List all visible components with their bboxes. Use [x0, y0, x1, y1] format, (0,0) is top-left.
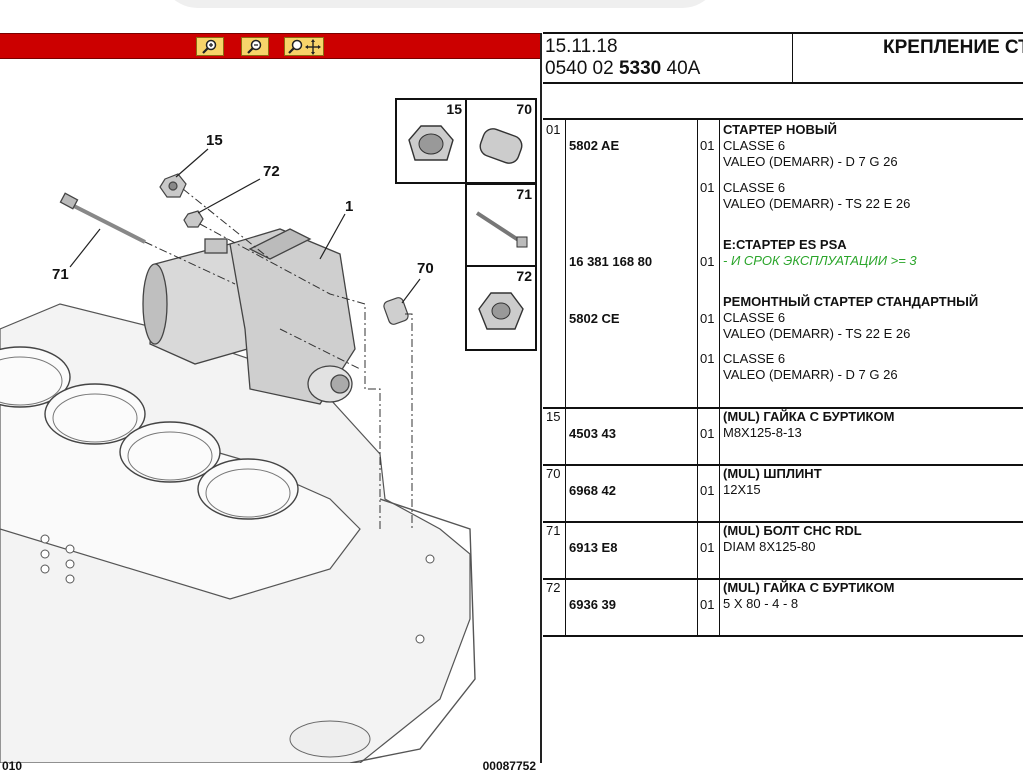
diagram-code-right: 00087752 [482, 759, 536, 773]
page-title: КРЕПЛЕНИЕ СТ [883, 37, 1023, 58]
engine-block-drawing: 15 72 1 71 70 [0, 132, 476, 763]
part-desc: (MUL) ГАЙКА С БУРТИКОМ 5 X 80 - 4 - 8 [723, 580, 895, 611]
group-pos: 71 [546, 523, 561, 538]
part-group-15: 15 4503 43 01 (MUL) ГАЙКА С БУРТИКОМ M8X… [543, 407, 1023, 466]
zoom-in-button[interactable] [196, 37, 224, 56]
part-desc: E:СТАРТЕР ES PSA - И СРОК ЭКСПЛУАТАЦИИ >… [723, 237, 917, 268]
callout-71: 71 [52, 266, 69, 283]
part-qty: 01 [700, 311, 715, 326]
panel-divider [540, 33, 542, 763]
top-tab-remnant [160, 0, 720, 8]
callout-70: 70 [417, 260, 434, 277]
part-qty: 01 [700, 180, 715, 195]
zoom-out-icon [247, 39, 262, 54]
part-qty: 01 [700, 138, 715, 153]
part-group-72: 72 6936 39 01 (MUL) ГАЙКА С БУРТИКОМ 5 X… [543, 578, 1023, 637]
callout-1: 1 [345, 198, 353, 215]
zoom-pan-button[interactable] [284, 37, 324, 56]
thumb-70-label: 70 [516, 101, 532, 117]
part-ref-link[interactable]: 5802 CE [569, 311, 620, 326]
thumb-71[interactable]: 71 [465, 183, 537, 267]
thumb-15[interactable]: 15 [395, 98, 467, 184]
part-group-01: 01 5802 AE 01 СТАРТЕР НОВЫЙ CLASSE 6 VAL… [543, 120, 1023, 409]
small-nut-icon [478, 292, 524, 330]
group-pos: 72 [546, 580, 561, 595]
part-desc: СТАРТЕР НОВЫЙ CLASSE 6 VALEO (DEMARR) - … [723, 122, 898, 169]
part-desc: (MUL) ШПЛИНТ 12X15 [723, 466, 822, 497]
thumb-72-label: 72 [516, 268, 532, 284]
table-header: 15.11.18 0540 02 5330 40A КРЕПЛЕНИЕ СТ [543, 32, 1023, 84]
table-subheader [543, 84, 1023, 120]
part-qty: 01 [700, 351, 715, 366]
part-ref-link[interactable]: 16 381 168 80 [569, 254, 653, 269]
header-code: 0540 02 5330 40A [545, 58, 701, 79]
header-divider [792, 34, 793, 82]
part-desc: РЕМОНТНЫЙ СТАРТЕР СТАНДАРТНЫЙ CLASSE 6 V… [723, 294, 979, 341]
thumb-70[interactable]: 70 [465, 98, 537, 184]
part-qty: 01 [700, 483, 715, 498]
part-qty: 01 [700, 597, 715, 612]
zoom-toolbar [0, 33, 540, 59]
part-qty: 01 [700, 254, 715, 269]
exploded-diagram: 15 72 1 71 70 15 70 71 [0, 59, 540, 773]
part-desc: (MUL) ГАЙКА С БУРТИКОМ M8X125-8-13 [723, 409, 895, 440]
part-group-71: 71 6913 E8 01 (MUL) БОЛТ CHC RDL DIAM 8X… [543, 521, 1023, 580]
diagram-code-left: 010 [2, 759, 23, 773]
diagram-panel: 15 72 1 71 70 15 70 71 [0, 33, 540, 773]
part-ref-link[interactable]: 4503 43 [569, 426, 616, 441]
header-date: 15.11.18 [545, 36, 618, 57]
zoom-in-icon [202, 39, 217, 54]
part-group-70: 70 6968 42 01 (MUL) ШПЛИНТ 12X15 [543, 464, 1023, 523]
dowel-pin-icon [479, 128, 523, 164]
bolt-icon [475, 211, 528, 248]
group-pos: 15 [546, 409, 561, 424]
part-qty: 01 [700, 540, 715, 555]
part-qty: 01 [700, 426, 715, 441]
part-desc: CLASSE 6 VALEO (DEMARR) - TS 22 E 26 [723, 180, 911, 211]
thumb-72[interactable]: 72 [465, 265, 537, 351]
callout-72: 72 [263, 163, 280, 180]
zoom-out-button[interactable] [241, 37, 269, 56]
header-info: 15.11.18 0540 02 5330 40A [545, 36, 700, 80]
part-ref-link[interactable]: 6936 39 [569, 597, 616, 612]
flange-nut-icon [408, 125, 454, 161]
thumb-71-label: 71 [516, 186, 532, 202]
part-ref-link[interactable]: 6968 42 [569, 483, 616, 498]
callout-15: 15 [206, 132, 223, 149]
group-pos: 70 [546, 466, 561, 481]
part-ref-link[interactable]: 6913 E8 [569, 540, 618, 555]
part-desc: CLASSE 6 VALEO (DEMARR) - D 7 G 26 [723, 351, 898, 382]
part-ref-link[interactable]: 5802 AE [569, 138, 620, 153]
group-pos: 01 [546, 122, 561, 137]
zoom-pan-icon [288, 38, 321, 55]
thumb-15-label: 15 [446, 101, 462, 117]
part-desc: (MUL) БОЛТ CHC RDL DIAM 8X125-80 [723, 523, 862, 554]
